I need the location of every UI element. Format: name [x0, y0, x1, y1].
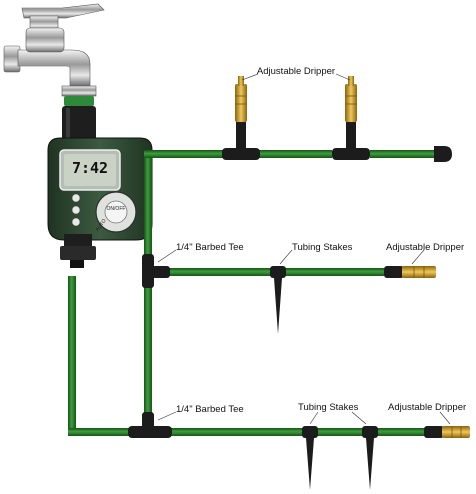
label-leader	[241, 73, 259, 81]
label-barbed-tee-2: 1/4" Barbed Tee	[176, 404, 244, 415]
timer-dial-mark: ON/OFF	[107, 206, 126, 212]
label-leader	[351, 411, 367, 425]
dripper-icon	[442, 426, 470, 438]
label-tubing-stakes-1: Tubing Stakes	[292, 242, 353, 253]
dripper-tee-1	[222, 76, 260, 160]
label-adjustable-dripper-top: Adjustable Dripper	[257, 66, 335, 77]
label-barbed-tee-1: 1/4" Barbed Tee	[176, 242, 244, 253]
label-leader	[157, 411, 177, 421]
tubing-stake-2	[302, 426, 318, 490]
timer-button-3[interactable]	[71, 217, 81, 227]
timer-time-readout: 7:42	[72, 159, 108, 177]
label-adjustable-dripper-mid: Adjustable Dripper	[386, 242, 464, 253]
tubing-stake-3	[362, 426, 378, 490]
label-leader	[309, 411, 319, 425]
water-timer: 7:42 ON/OFF AUTO	[47, 137, 153, 241]
faucet-connector	[62, 96, 96, 142]
label-adjustable-dripper-bottom: Adjustable Dripper	[388, 402, 466, 413]
label-leader	[439, 411, 451, 425]
label-tubing-stakes-2: Tubing Stakes	[298, 402, 359, 413]
dripper-icon	[235, 84, 247, 122]
main-tubing	[68, 150, 226, 436]
top-tubing-line	[258, 146, 452, 162]
dripper-end-mid	[384, 266, 436, 278]
timer-button-1[interactable]	[71, 193, 81, 203]
dripper-end-bottom	[424, 426, 470, 438]
barbed-tee-1	[142, 254, 170, 288]
dripper-icon	[402, 266, 436, 278]
label-leader	[279, 249, 293, 265]
dripper-tee-2	[332, 76, 370, 160]
tubing-stake-1	[270, 266, 286, 334]
label-leader	[335, 73, 351, 81]
end-cap-icon	[434, 146, 452, 162]
timer-buttons	[71, 193, 81, 227]
timer-outlet	[60, 234, 96, 268]
timer-lcd	[64, 154, 116, 186]
faucet-icon	[3, 3, 105, 97]
bottom-tubing-line	[170, 428, 426, 436]
label-leader	[411, 249, 425, 265]
label-leader	[157, 249, 177, 263]
timer-button-2[interactable]	[71, 205, 81, 215]
dripper-icon	[345, 84, 357, 122]
barbed-tee-2	[128, 412, 172, 438]
